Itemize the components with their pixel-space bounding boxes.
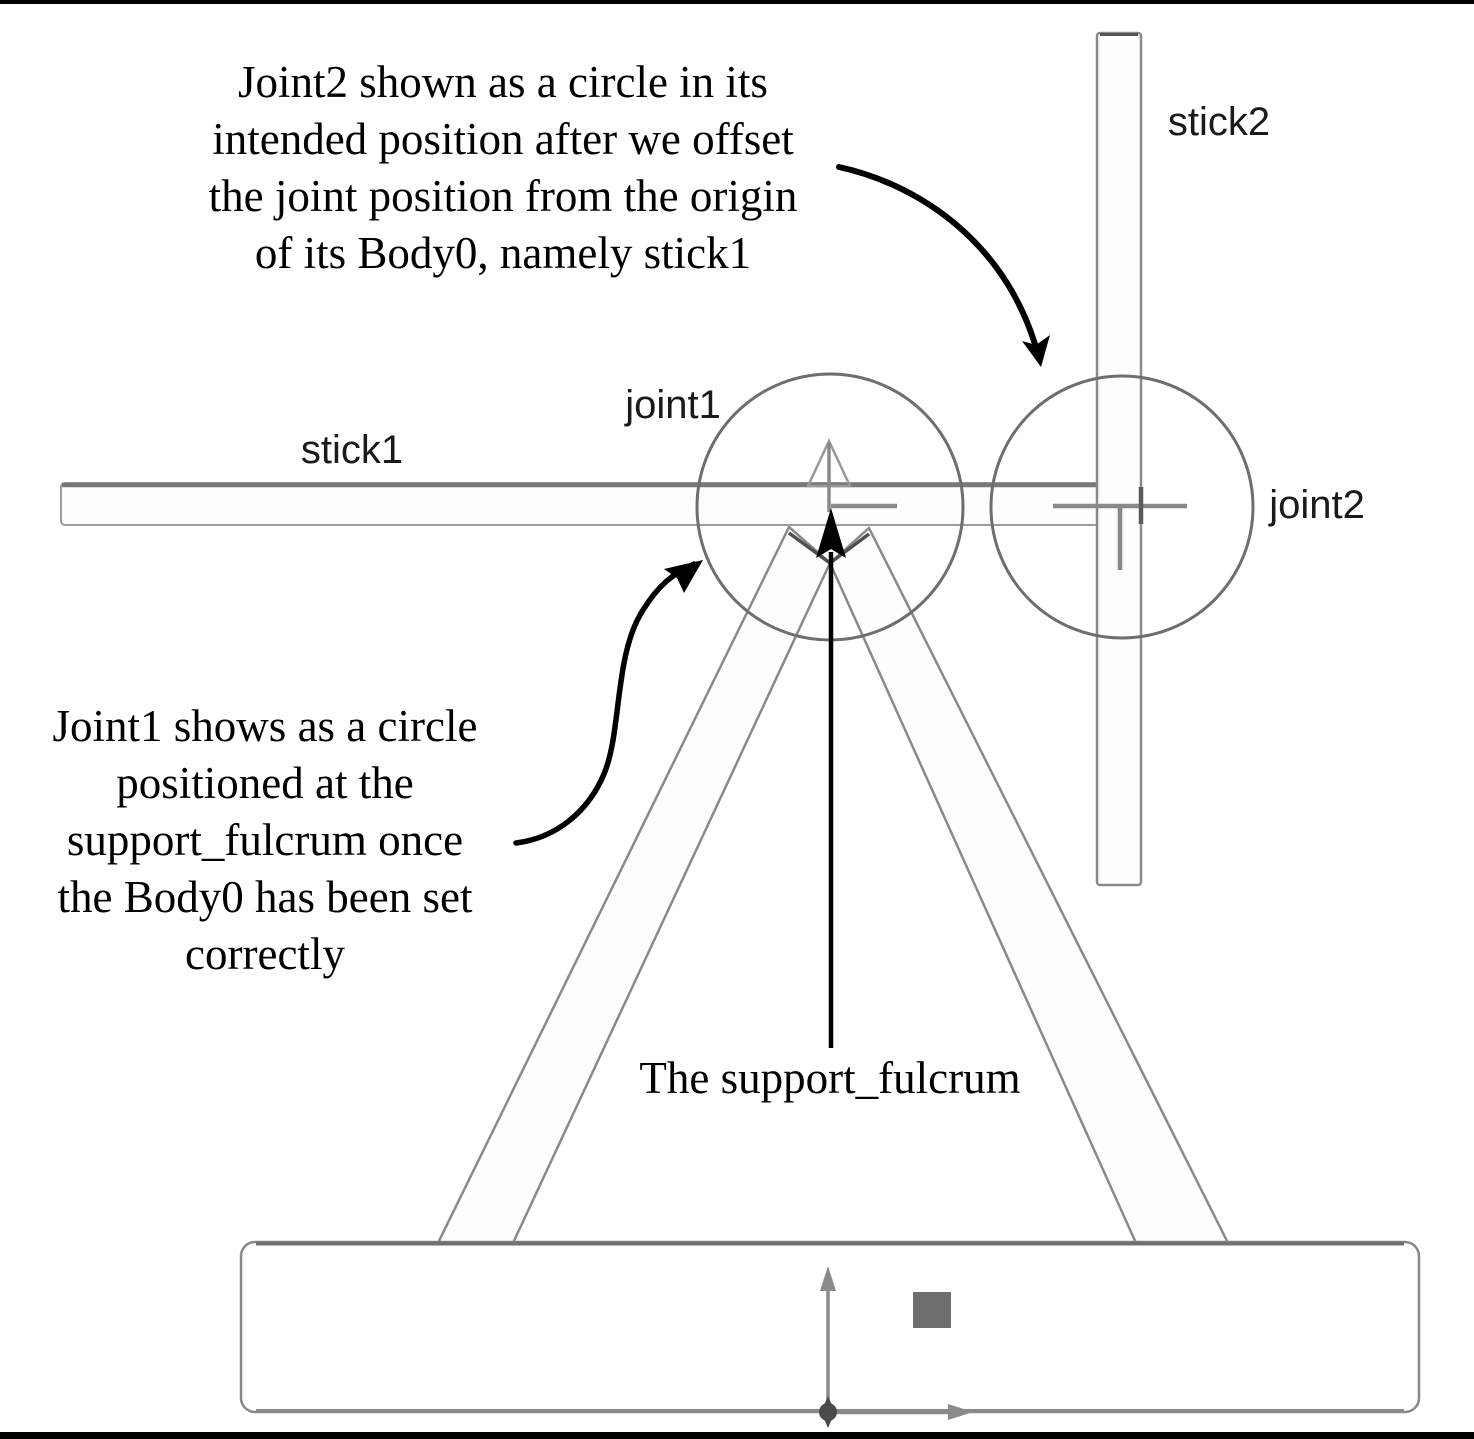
y-axis-arrowhead [820,1266,836,1291]
top-border [0,0,1474,4]
joint2-callout-arrow [836,164,1038,347]
bottom-border [0,1432,1474,1439]
fulcrum-annotation: The support_fulcrum [639,1053,1021,1103]
joint2-circle [989,374,1255,640]
body-marker-square [913,1292,951,1328]
support-leg-right [828,525,1231,1245]
stick2-bar [1095,31,1143,887]
ground-base [239,1240,1421,1414]
joint2-callout-arrowhead [1022,335,1050,367]
support-fulcrum-arrowhead [816,508,846,558]
stick1-label: stick1 [300,428,404,472]
joint1-callout-arrowhead [664,560,703,593]
joint2-label: joint2 [1269,483,1365,527]
joint1-annotation: Joint1 shows as a circle positioned at t… [52,701,478,979]
x-axis-arrowhead [948,1404,973,1420]
joint2-annotation: Joint2 shown as a circle in its intended… [208,57,798,278]
origin-dot [819,1403,837,1421]
joint1-callout-arrow [513,561,697,846]
joint1-label: joint1 [625,383,721,427]
stick1-bar [60,482,1102,526]
stick2-label: stick2 [1167,100,1271,144]
